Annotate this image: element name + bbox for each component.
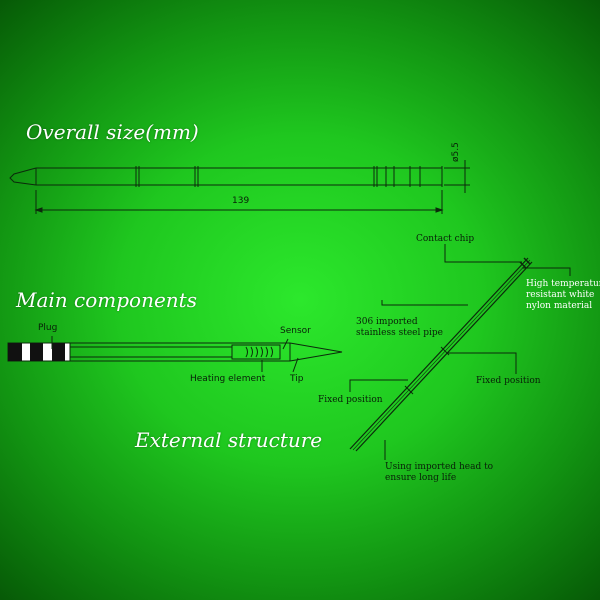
diameter-dimension-label: ø5.5 bbox=[451, 142, 461, 162]
fixed-position-left-label: Fixed position bbox=[318, 395, 383, 405]
main-components-drawing bbox=[7, 336, 343, 373]
steel-pipe-line1: 306 imported bbox=[356, 317, 418, 327]
external-structure-drawing bbox=[349, 244, 571, 460]
sensor-label: Sensor bbox=[280, 326, 311, 336]
nylon-material-line2: resistant white bbox=[526, 290, 595, 300]
fixed-position-right-label: Fixed position bbox=[476, 376, 541, 386]
steel-pipe-line2: stainless steel pipe bbox=[356, 328, 443, 338]
imported-head-line2: ensure long life bbox=[385, 473, 457, 483]
imported-head-line1: Using imported head to bbox=[385, 462, 494, 472]
length-dimension-label: 139 bbox=[232, 196, 250, 206]
tip-label: Tip bbox=[290, 374, 304, 384]
overall-size-heading: Overall size(mm) bbox=[26, 120, 199, 144]
external-structure-heading: External structure bbox=[135, 428, 323, 452]
main-components-heading: Main components bbox=[16, 288, 197, 312]
nylon-material-line3: nylon material bbox=[526, 301, 593, 311]
plug-label: Plug bbox=[38, 323, 58, 333]
contact-chip-label: Contact chip bbox=[416, 234, 475, 244]
overall-size-drawing bbox=[9, 160, 470, 214]
heating-element-label: Heating element bbox=[190, 374, 266, 384]
